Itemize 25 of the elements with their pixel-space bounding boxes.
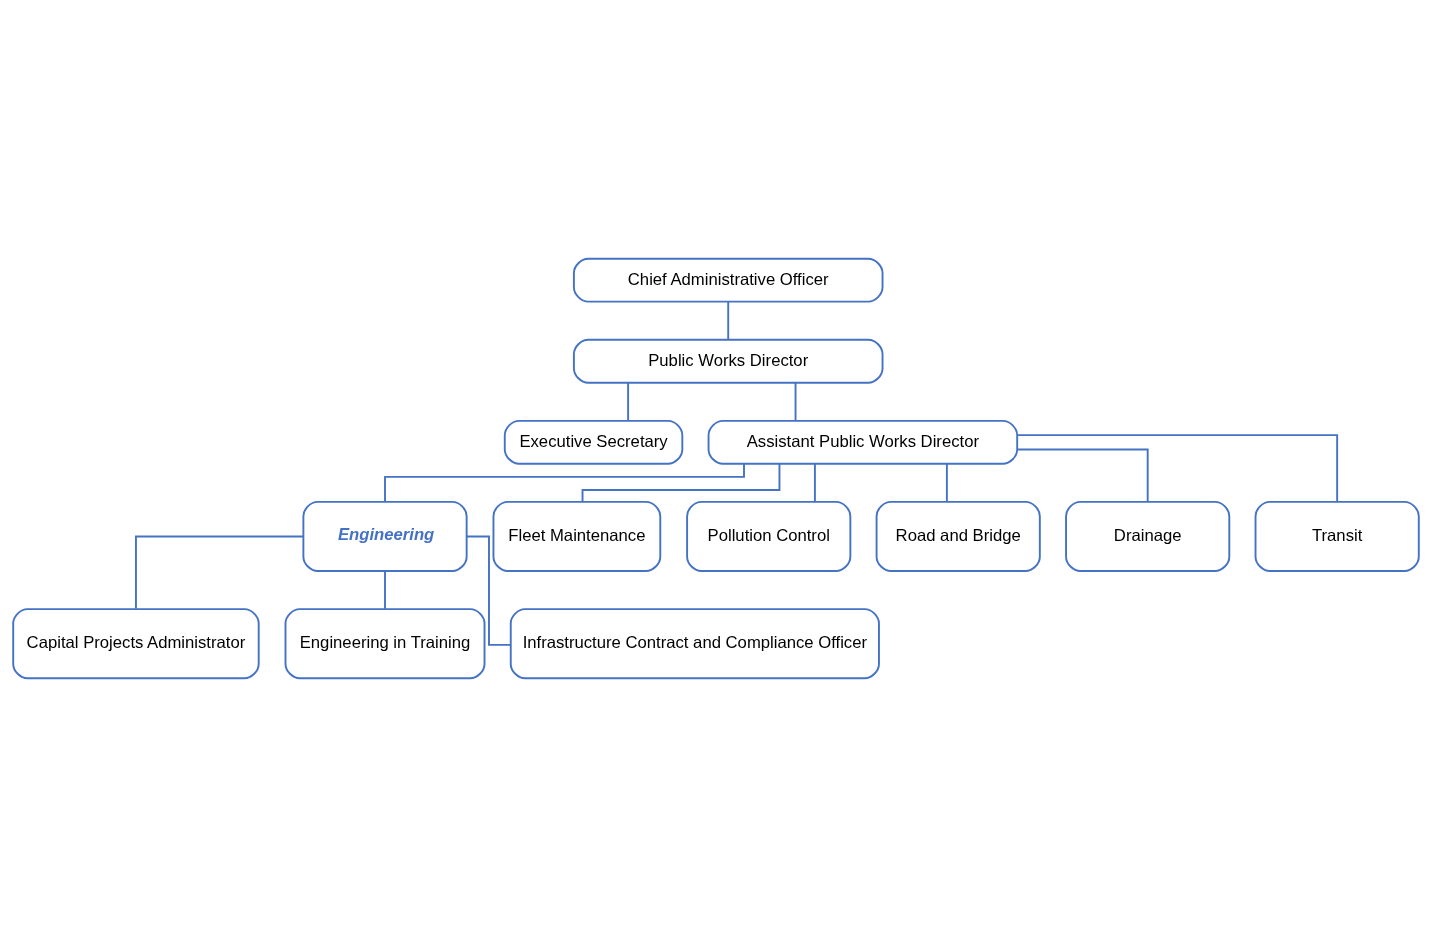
- node-box: Engineering: [302, 500, 468, 572]
- node-box: Assistant Public Works Director: [707, 419, 1019, 465]
- node-box: Capital Projects Administrator: [12, 607, 260, 679]
- connector: [1016, 433, 1339, 503]
- connector: [945, 462, 948, 503]
- node-box: Chief Administrative Officer: [572, 257, 884, 303]
- connector: [627, 381, 630, 421]
- node-box: Transit: [1254, 500, 1420, 572]
- node-box: Drainage: [1065, 500, 1231, 572]
- connector: [135, 534, 305, 609]
- connector: [384, 570, 386, 610]
- connector: [727, 300, 730, 340]
- connector: [581, 462, 781, 503]
- connector: [384, 462, 745, 503]
- node-box: Engineering in Training: [284, 607, 486, 679]
- node-box: Public Works Director: [572, 338, 884, 384]
- connector: [794, 381, 797, 421]
- node-box: Executive Secretary: [503, 419, 684, 465]
- connector: [466, 534, 512, 646]
- node-box: Fleet Maintenance: [492, 500, 662, 572]
- node-box: Pollution Control: [686, 500, 852, 572]
- node-box: Infrastructure Contract and Compliance Officer: [509, 607, 880, 679]
- connector: [813, 462, 816, 503]
- connector: [1016, 447, 1149, 502]
- node-box: Road and Bridge: [875, 500, 1041, 572]
